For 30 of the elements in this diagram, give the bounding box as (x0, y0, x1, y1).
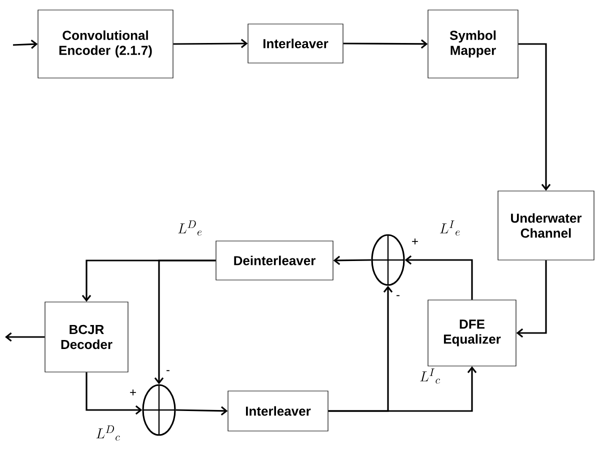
arrow (404, 255, 473, 300)
summing-junction (371, 234, 405, 286)
arrow (343, 39, 428, 49)
arrow (176, 406, 228, 416)
arrow (518, 43, 551, 191)
edge-label: $L^{D}{}_{c}$ (94, 424, 122, 442)
arrow (173, 38, 248, 48)
process-box: Interleaver (228, 390, 328, 432)
process-box: Underwater Channel (498, 190, 594, 260)
process-box: DFE Equalizer (428, 300, 516, 366)
sign-label: + (412, 238, 418, 244)
sign-label: + (130, 390, 136, 396)
edge-label: $L^{D}{}_{e}$ (176, 220, 204, 236)
arrow (5, 332, 45, 342)
process-box: BCJR Decoder (44, 302, 128, 372)
sign-label: - (396, 295, 400, 296)
arrow (516, 260, 547, 338)
process-box: Convolutional Encoder (2.1.7) (38, 10, 174, 78)
arrow (333, 256, 372, 266)
edge-label: $L^{I}{}_{e}$ (438, 220, 462, 236)
process-box: Interleaver (248, 24, 344, 64)
arrow (154, 260, 216, 384)
arrow (12, 40, 38, 49)
arrow (86, 372, 142, 415)
edge-label: $L^{I}{}_{c}$ (418, 368, 442, 384)
process-box: Deinterleaver (216, 240, 334, 280)
arrow (328, 286, 393, 412)
summing-junction (142, 384, 176, 436)
sign-label: - (166, 370, 170, 372)
process-box: Symbol Mapper (428, 10, 518, 78)
